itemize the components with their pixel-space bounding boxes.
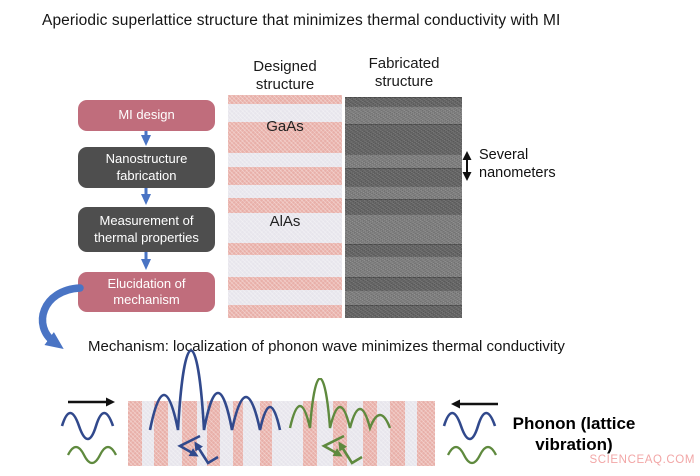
sem-bands — [345, 97, 462, 318]
blue-wave-icon — [60, 411, 115, 441]
flow-step-label: MI design — [118, 107, 175, 123]
bar-stripe-gray — [347, 401, 363, 466]
designed-stripe-gray — [228, 290, 342, 305]
designed-stripe-gray — [228, 185, 342, 198]
green-wave-icon — [66, 445, 118, 465]
localized-blue-wave-icon — [148, 349, 282, 431]
sem-band — [345, 186, 462, 200]
fabricated-structure-header: Fabricated structure — [368, 55, 440, 90]
designed-stripe-pink — [228, 305, 342, 318]
flow-step-label: Elucidation of mechanism — [107, 275, 186, 307]
sem-band — [345, 255, 462, 278]
bar-stripe-gray — [405, 401, 417, 466]
sem-band — [345, 154, 462, 169]
flow-step-nanostructure-fabrication: Nanostructure fabrication — [78, 147, 215, 188]
bar-stripe-pink — [154, 401, 168, 466]
bar-stripe-pink — [207, 401, 220, 466]
scale-annotation: Several nanometers — [479, 147, 556, 182]
flow-step-measurement: Measurement of thermal properties — [78, 207, 215, 252]
sem-band — [345, 277, 462, 291]
localized-green-wave-icon — [288, 378, 392, 432]
curved-arrow-icon — [38, 284, 84, 350]
designed-stripe-pink — [228, 167, 342, 185]
designed-stripe-pink — [228, 122, 342, 153]
rightward-arrow-icon — [68, 397, 115, 407]
designed-stripe-gray — [228, 213, 342, 243]
bar-stripe-pink — [417, 401, 435, 466]
alas-label: AlAs — [269, 213, 301, 230]
designed-stripe-gray — [228, 104, 342, 122]
leftward-arrow-icon — [451, 399, 498, 409]
green-wave-icon — [446, 445, 498, 465]
bar-stripe-pink — [390, 401, 405, 466]
sem-band — [345, 305, 462, 318]
flow-arrow-icon — [141, 252, 151, 270]
gaas-label: GaAs — [266, 118, 304, 135]
flow-step-label: Measurement of thermal properties — [94, 213, 199, 245]
sem-band — [345, 213, 462, 244]
bar-stripe-gray — [197, 401, 207, 466]
designed-stack: GaAs AlAs — [228, 95, 342, 318]
sem-band — [345, 97, 462, 106]
designed-stripe-pink — [228, 277, 342, 290]
bar-stripe-pink — [128, 401, 142, 466]
designed-structure-header: Designed structure — [253, 58, 317, 93]
designed-stripes — [228, 95, 342, 318]
sem-band — [345, 290, 462, 306]
sem-band — [345, 168, 462, 187]
sem-band — [345, 123, 462, 155]
mechanism-text: Mechanism: localization of phonon wave m… — [88, 338, 565, 355]
phonon-label: Phonon (lattice vibration) — [512, 414, 636, 455]
flow-step-mi-design: MI design — [78, 100, 215, 131]
sem-band — [345, 243, 462, 256]
bar-stripe-pink — [233, 401, 243, 466]
blue-scatter-arrows-icon — [177, 434, 219, 465]
flow-arrow-icon — [141, 131, 151, 146]
scale-double-arrow-icon — [462, 151, 472, 181]
designed-stripe-pink — [228, 95, 342, 104]
fabricated-stack — [345, 97, 462, 318]
flow-step-elucidation: Elucidation of mechanism — [78, 272, 215, 312]
bar-stripe-gray — [377, 401, 390, 466]
designed-stripe-gray — [228, 255, 342, 277]
green-scatter-arrows-icon — [321, 434, 363, 465]
designed-stripe-gray — [228, 153, 342, 167]
designed-stripe-pink — [228, 243, 342, 255]
bar-stripe-gray — [272, 401, 303, 466]
bar-stripe-gray — [142, 401, 154, 466]
watermark: SCIENCEAQ.COM — [589, 454, 695, 466]
page-title: Aperiodic superlattice structure that mi… — [42, 12, 561, 29]
designed-stripe-pink — [228, 198, 342, 213]
sem-band — [345, 199, 462, 214]
flow-arrow-icon — [141, 188, 151, 205]
flow-step-label: Nanostructure fabrication — [105, 151, 188, 183]
sem-band — [345, 105, 462, 124]
blue-wave-icon — [442, 411, 497, 441]
